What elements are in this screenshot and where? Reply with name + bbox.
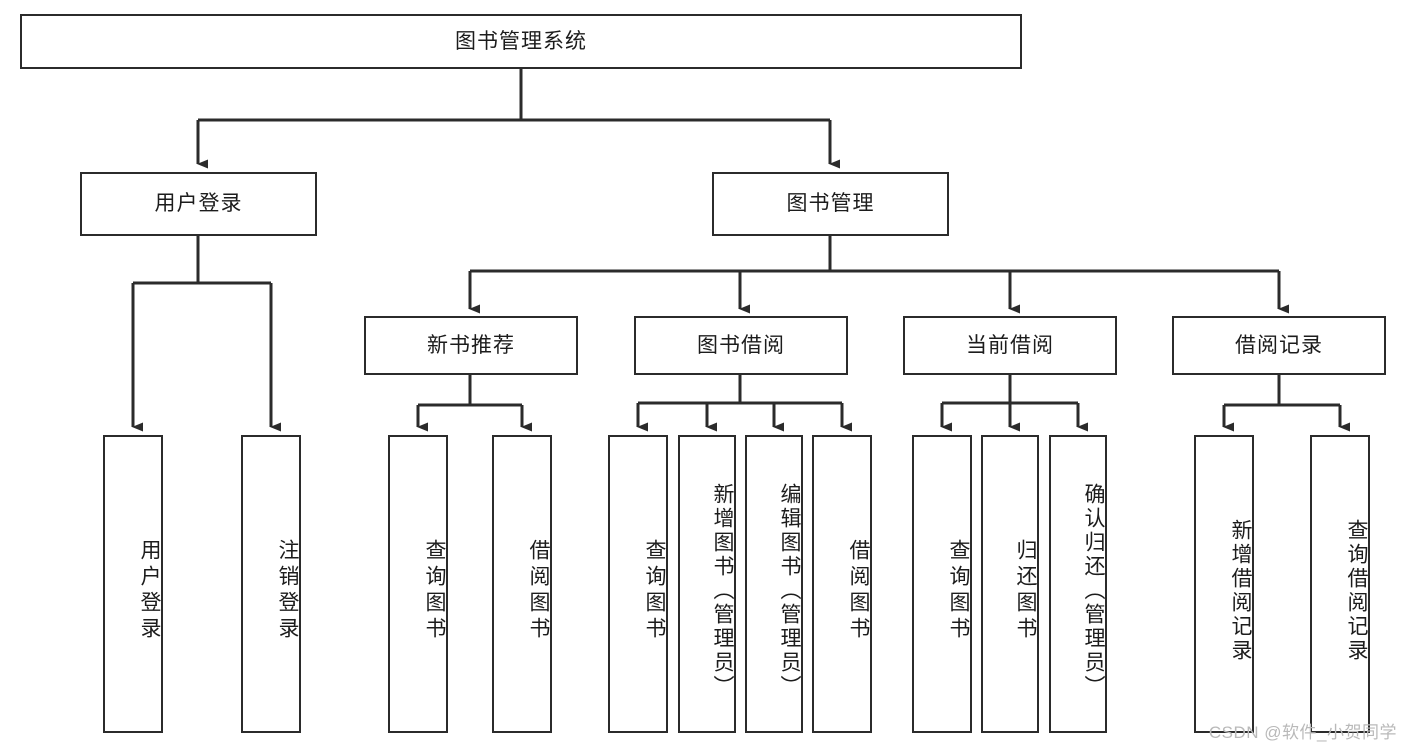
node-label: 用户登录 bbox=[154, 192, 243, 216]
node-label: 借阅图书 bbox=[527, 539, 550, 643]
leaf-book-borrow-add[interactable]: 新增图书（管理员） bbox=[678, 435, 736, 733]
leaf-current-borrow-confirm-return[interactable]: 确认归还（管理员） bbox=[1049, 435, 1107, 733]
node-label: 新书推荐 bbox=[427, 333, 515, 357]
node-current-borrow[interactable]: 当前借阅 bbox=[903, 316, 1117, 375]
node-book-management[interactable]: 图书管理 bbox=[712, 172, 949, 236]
node-user-login[interactable]: 用户登录 bbox=[80, 172, 317, 236]
node-label: 当前借阅 bbox=[966, 333, 1054, 357]
leaf-current-borrow-query[interactable]: 查询图书 bbox=[912, 435, 972, 733]
node-label: 查询图书 bbox=[947, 539, 970, 643]
node-label: 查询图书 bbox=[643, 539, 666, 643]
node-label: 确认归还（管理员） bbox=[1082, 483, 1105, 699]
node-label: 查询图书 bbox=[423, 539, 446, 643]
node-label: 归还图书 bbox=[1014, 539, 1037, 643]
node-book-borrow[interactable]: 图书借阅 bbox=[634, 316, 848, 375]
node-label: 图书管理 bbox=[786, 192, 875, 216]
node-label: 图书管理系统 bbox=[455, 29, 587, 53]
leaf-new-book-borrow[interactable]: 借阅图书 bbox=[492, 435, 552, 733]
node-label: 图书借阅 bbox=[697, 333, 785, 357]
leaf-user-login-logout[interactable]: 注销登录 bbox=[241, 435, 301, 733]
node-label: 借阅图书 bbox=[847, 539, 870, 643]
node-label: 编辑图书（管理员） bbox=[778, 483, 801, 699]
leaf-book-borrow-edit[interactable]: 编辑图书（管理员） bbox=[745, 435, 803, 733]
leaf-user-login-login[interactable]: 用户登录 bbox=[103, 435, 163, 733]
leaf-record-add[interactable]: 新增借阅记录 bbox=[1194, 435, 1254, 733]
node-label: 用户登录 bbox=[138, 539, 161, 643]
node-root-library-system[interactable]: 图书管理系统 bbox=[20, 14, 1022, 69]
node-new-book-recommend[interactable]: 新书推荐 bbox=[364, 316, 578, 375]
node-label: 新增借阅记录 bbox=[1229, 519, 1252, 663]
leaf-new-book-query[interactable]: 查询图书 bbox=[388, 435, 448, 733]
leaf-record-query[interactable]: 查询借阅记录 bbox=[1310, 435, 1370, 733]
leaf-current-borrow-return[interactable]: 归还图书 bbox=[981, 435, 1039, 733]
node-label: 注销登录 bbox=[276, 539, 299, 643]
node-label: 借阅记录 bbox=[1235, 333, 1323, 357]
node-borrow-record[interactable]: 借阅记录 bbox=[1172, 316, 1386, 375]
csdn-watermark: CSDN @软件_小贺同学 bbox=[1208, 723, 1397, 742]
node-label: 新增图书（管理员） bbox=[711, 483, 734, 699]
node-label: 查询借阅记录 bbox=[1345, 519, 1368, 663]
leaf-book-borrow-borrow[interactable]: 借阅图书 bbox=[812, 435, 872, 733]
leaf-book-borrow-query[interactable]: 查询图书 bbox=[608, 435, 668, 733]
